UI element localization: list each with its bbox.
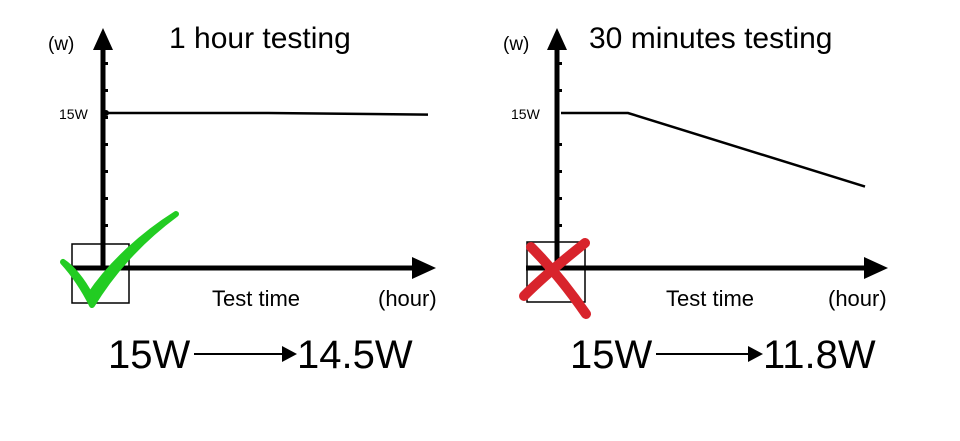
cross-mark-icon	[519, 238, 591, 319]
check-mark-icon	[60, 211, 179, 308]
x-axis-label: Test time	[212, 286, 300, 311]
y-tick-marker	[103, 110, 109, 116]
result-arrow-head	[748, 346, 763, 362]
result-to: 11.8W	[763, 333, 876, 377]
origin-box	[526, 241, 586, 303]
x-unit-label: (hour)	[378, 286, 437, 311]
y-unit-label: (w)	[503, 34, 529, 55]
x-axis-arrow	[412, 257, 436, 279]
series-line	[107, 111, 429, 116]
result-from: 15W	[108, 333, 190, 377]
y-ticks	[105, 62, 108, 227]
y-tick-label: 15W	[511, 106, 541, 122]
x-axis-label: Test time	[666, 286, 754, 311]
x-unit-label: (hour)	[828, 286, 887, 311]
result-from: 15W	[570, 333, 652, 377]
chart-1hour: (w) 1 hour testing 15W Test time (hour) …	[48, 22, 437, 377]
chart-30min: (w) 30 minutes testing 15W Test time (ho…	[503, 22, 888, 377]
series-line	[561, 111, 866, 188]
y-axis-arrow	[547, 28, 567, 50]
y-unit-label: (w)	[48, 34, 74, 55]
chart-title: 1 hour testing	[169, 22, 351, 55]
result-arrow-head	[282, 346, 297, 362]
chart-title: 30 minutes testing	[589, 22, 832, 55]
x-axis-arrow	[864, 257, 888, 279]
result-to: 14.5W	[297, 333, 413, 377]
y-tick-label: 15W	[59, 106, 89, 122]
y-axis-arrow	[93, 28, 113, 50]
y-ticks	[559, 62, 562, 227]
